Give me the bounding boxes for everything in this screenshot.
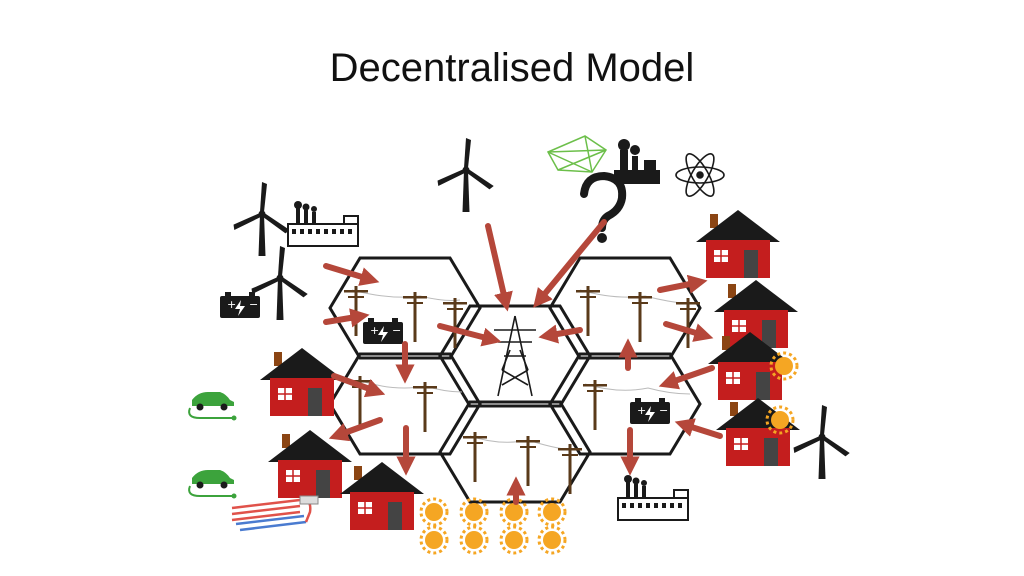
- solar-sun-icon: [537, 525, 567, 555]
- hex-cell-center-top: [438, 304, 592, 408]
- hex-cell-top-left: [328, 256, 482, 360]
- solar-sun-icon: [459, 525, 489, 555]
- wind-turbine-icon: [435, 138, 495, 212]
- solar-panel-field: [419, 497, 567, 555]
- solar-sun-icon: [499, 525, 529, 555]
- flow-arrow: [538, 324, 583, 344]
- utility-pole-icon: [403, 292, 427, 342]
- flow-arrow: [437, 323, 502, 347]
- flow-arrow: [323, 308, 370, 328]
- flow-arrow: [658, 365, 715, 390]
- question-mark-icon: [580, 171, 627, 243]
- house-icon: [259, 347, 345, 417]
- factory-icon: [287, 200, 359, 247]
- utility-pole-icon: [583, 380, 607, 430]
- battery-icon: [363, 318, 403, 344]
- electric-car-icon: [188, 391, 238, 422]
- solar-sun-icon: [419, 525, 449, 555]
- flow-arrow: [328, 417, 383, 442]
- hexagon-grid: [328, 256, 702, 504]
- hex-cell-center-bottom: [438, 400, 592, 504]
- atom-icon: [675, 153, 725, 197]
- flow-arrow: [533, 219, 607, 308]
- solar-sun-icon: [419, 497, 449, 527]
- network-mesh-icon: [546, 135, 608, 173]
- flow-arrow: [331, 373, 386, 398]
- factory-icon: [617, 474, 689, 521]
- battery-icon: [220, 292, 260, 318]
- hex-cell-middle-right: [548, 352, 702, 456]
- hex-cell-middle-left: [328, 352, 482, 456]
- house-icon: [695, 209, 781, 279]
- flow-arrow: [674, 418, 723, 439]
- utility-pole-icon: [413, 382, 437, 432]
- utility-pole-icon: [516, 436, 540, 486]
- wind-turbine-icon: [231, 182, 291, 256]
- energy-flow-arrows: [323, 219, 723, 505]
- wind-turbine-icon: [791, 405, 851, 479]
- utility-pole-icon: [443, 298, 467, 348]
- heat-pump-loop-icon: [231, 495, 319, 532]
- slide-title: Decentralised Model: [329, 46, 695, 90]
- factory-icon: [614, 139, 660, 184]
- battery-icon: [630, 398, 670, 424]
- house-icon: [267, 429, 353, 499]
- electric-car-icon: [188, 469, 238, 500]
- flow-arrow: [657, 274, 708, 294]
- house-icon: [339, 461, 425, 531]
- transmission-pylon-icon: [494, 315, 536, 397]
- flow-arrow: [663, 321, 714, 342]
- utility-pole-icon: [628, 292, 652, 342]
- flow-arrow: [323, 263, 380, 286]
- flow-arrow: [485, 223, 513, 312]
- hex-cell-top-right: [548, 256, 702, 360]
